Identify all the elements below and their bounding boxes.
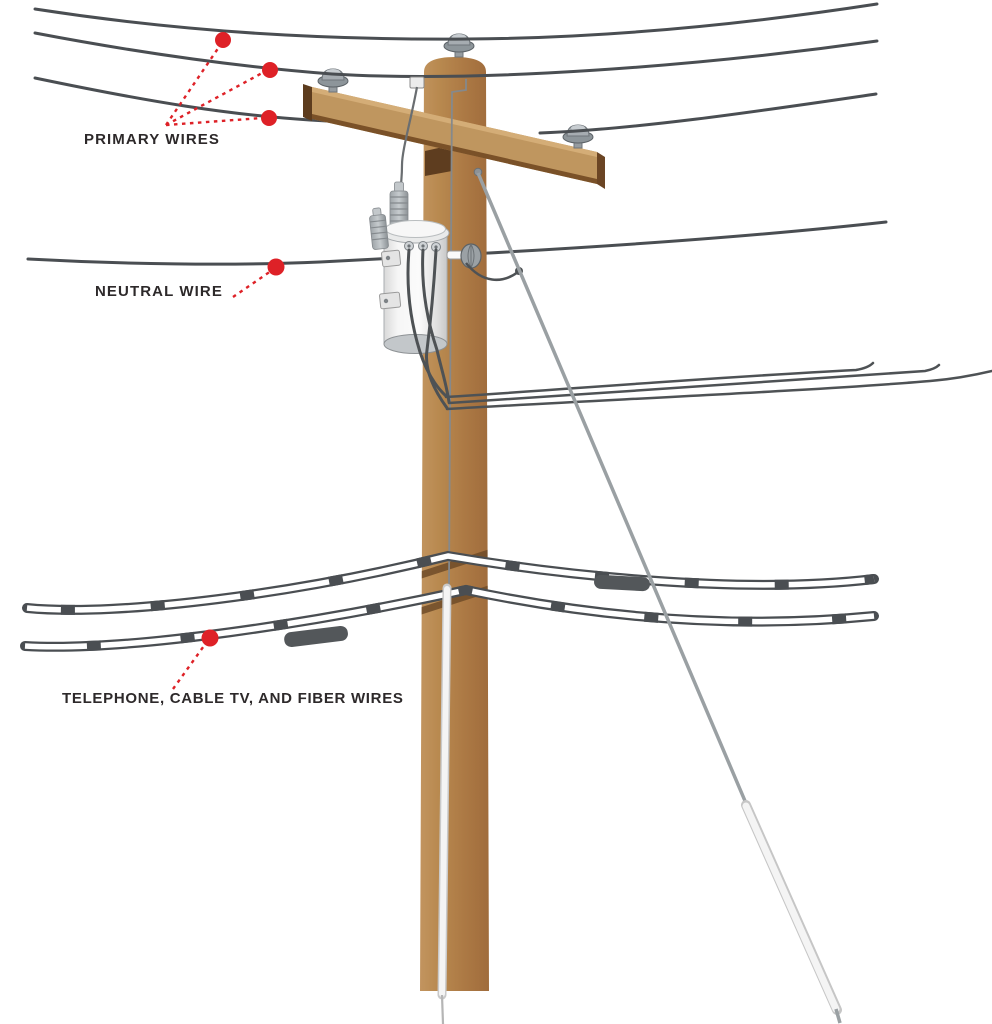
primary-dot-3	[261, 110, 277, 126]
transformer-secondary-bushing	[369, 207, 389, 250]
splice-enclosure-left	[284, 625, 348, 648]
service-drop-wires	[444, 361, 992, 411]
annotation-dots	[201, 32, 285, 647]
pole-ground-wire	[448, 79, 467, 585]
splice-enclosure-right	[594, 574, 650, 592]
ground-wire-conduit	[437, 583, 452, 1024]
neutral-spool-insulator	[460, 243, 482, 269]
neutral-jumper-wire	[465, 262, 519, 282]
primary-wire-1	[33, 2, 879, 41]
telephone-dot	[201, 629, 219, 647]
primary-leader-2	[165, 70, 265, 127]
neutral-leader	[232, 270, 272, 298]
transformer	[369, 181, 451, 410]
hot-tap-clamp	[409, 76, 425, 89]
primary-wires-label: PRIMARY WIRES	[84, 131, 220, 148]
communication-cables	[20, 550, 879, 652]
primary-leader-3	[165, 116, 263, 127]
annotation-leader-lines	[165, 43, 272, 690]
telephone-leader	[172, 642, 207, 690]
transformer-secondary-leads	[406, 248, 451, 410]
neutral-dot	[267, 258, 285, 276]
pole-top-insulator	[443, 33, 475, 58]
crossarm-right-endcap	[597, 152, 605, 189]
primary-dot-2	[262, 62, 278, 78]
crossarm-right-insulator	[562, 124, 594, 149]
neutral-wire-label: NEUTRAL WIRE	[95, 283, 223, 300]
crossarm-shadow-on-pole	[425, 145, 452, 176]
primary-leader-1	[165, 43, 222, 126]
telephone-cable-fiber-label: TELEPHONE, CABLE TV, AND FIBER WIRES	[62, 690, 404, 707]
guy-wire	[473, 167, 842, 1024]
primary-wire-3-right-span	[538, 92, 878, 135]
crossarm-left-endcap	[303, 84, 312, 121]
primary-wire-2	[33, 31, 879, 78]
transformer-mounting-brackets	[379, 249, 402, 310]
crossarm	[303, 84, 605, 189]
comm-cable-shadow-upper	[420, 548, 489, 580]
wood-pole	[420, 57, 489, 991]
primary-dot-1	[215, 32, 231, 48]
